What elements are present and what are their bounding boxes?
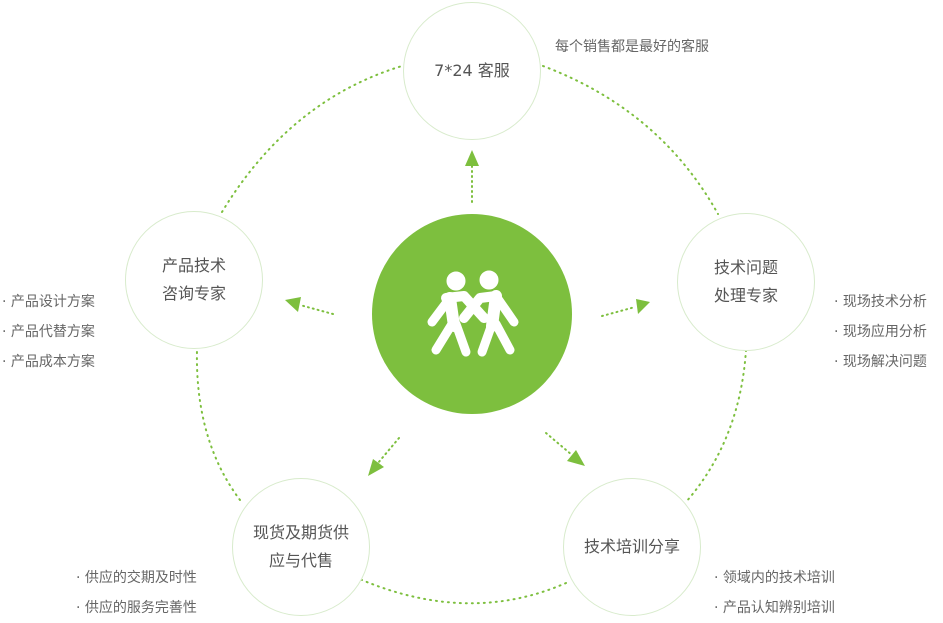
note-top: 每个销售都是最好的客服 xyxy=(555,32,709,62)
note-line: 每个销售都是最好的客服 xyxy=(555,39,709,55)
node-label: 产品技术 咨询专家 xyxy=(161,256,226,303)
note-bottom-right: · 领域内的技术培训 · 产品认知辨别培训 xyxy=(714,563,835,623)
note-line: · 产品成本方案 xyxy=(2,354,95,370)
node-customer-service: 7*24 客服 xyxy=(403,2,541,140)
handshake-icon xyxy=(427,270,519,357)
note-left: · 产品设计方案 · 产品代替方案 · 产品成本方案 xyxy=(2,287,95,377)
ring-arc-bottomleft-left xyxy=(195,349,241,501)
arrow-to-bottom-left xyxy=(368,437,400,476)
note-bottom-left: · 供应的交期及时性 · 供应的服务完善性 xyxy=(76,563,197,623)
center-circle xyxy=(372,214,572,414)
note-line: · 现场解决问题 xyxy=(834,354,927,370)
note-line: · 现场技术分析 xyxy=(834,294,927,310)
note-right: · 现场技术分析 · 现场应用分析 · 现场解决问题 xyxy=(834,287,927,377)
note-line: · 现场应用分析 xyxy=(834,324,927,340)
note-line: · 供应的服务完善性 xyxy=(76,600,197,616)
ring-arc-top-right xyxy=(542,65,719,215)
ring-arc-left-top xyxy=(221,65,403,213)
center-arrows xyxy=(285,150,650,476)
note-line: · 供应的交期及时性 xyxy=(76,570,197,586)
arrow-to-top xyxy=(465,150,479,203)
node-supply: 现货及期货供 应与代售 xyxy=(232,478,370,616)
node-training: 技术培训分享 xyxy=(563,478,701,616)
node-label: 现货及期货供 应与代售 xyxy=(252,523,349,570)
arrow-to-left xyxy=(285,297,334,315)
arrow-to-bottom-right xyxy=(545,432,585,466)
note-line: · 产品认知辨别培训 xyxy=(714,600,835,616)
node-product-consulting: 产品技术 咨询专家 xyxy=(125,211,263,349)
node-label: 7*24 客服 xyxy=(434,61,510,80)
arrow-to-right xyxy=(601,299,650,317)
node-label: 技术培训分享 xyxy=(583,537,680,556)
node-label: 技术问题 处理专家 xyxy=(713,258,778,305)
ring-arc-right-bottomright xyxy=(685,349,747,503)
outer-ring xyxy=(195,65,747,605)
note-line: · 领域内的技术培训 xyxy=(714,570,835,586)
note-line: · 产品设计方案 xyxy=(2,294,95,310)
note-line: · 产品代替方案 xyxy=(2,324,95,340)
ring-arc-bottomright-bottomleft xyxy=(361,579,567,605)
node-technical-problem: 技术问题 处理专家 xyxy=(677,213,815,351)
